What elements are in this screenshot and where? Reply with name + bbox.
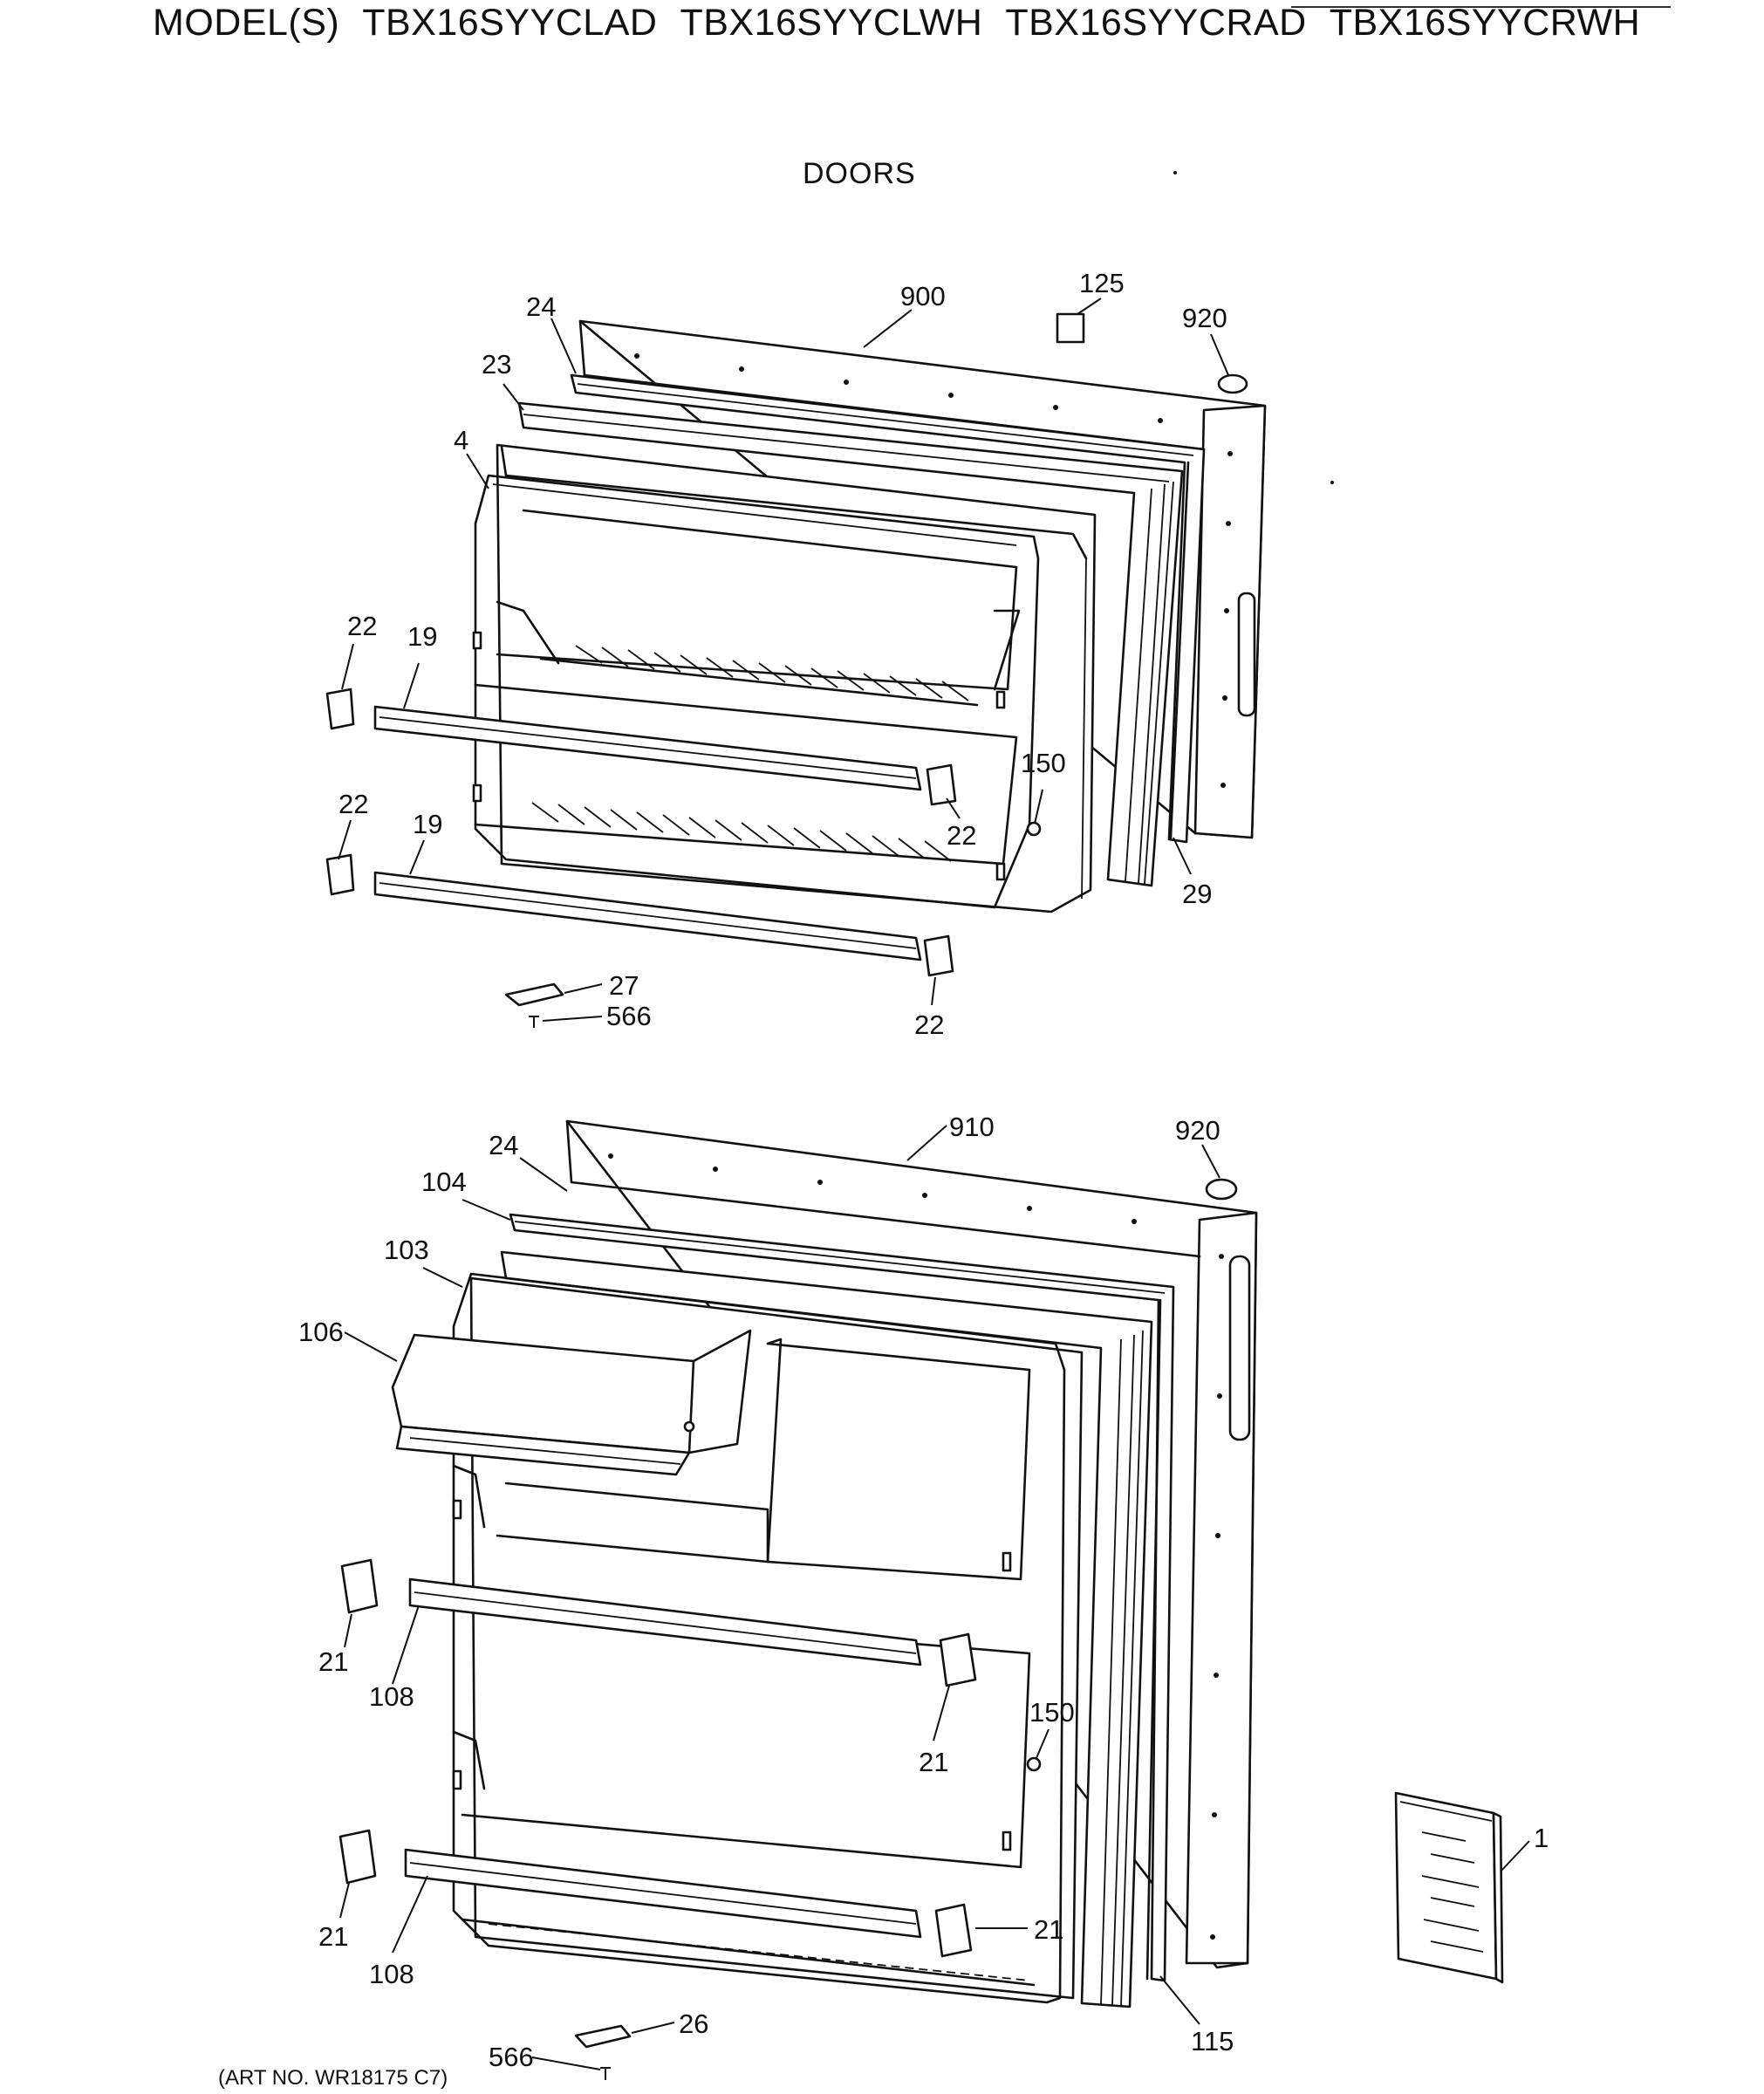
freezer-bar-retainer [325,688,957,977]
callout: 1 [1534,1823,1549,1853]
model-prefix: MODEL(S) [153,2,340,44]
callout: 104 [421,1167,467,1197]
callout: 4 [454,425,468,455]
art-number: (ART NO. WR18175 C7) [218,2066,448,2090]
freezer-hinge-cap [1217,373,1248,394]
model-number: TBX16SYYCLAD [362,2,658,44]
fresh-food-shelf-bar-upper [408,1577,922,1666]
scan-speck [1330,481,1334,484]
model-number: TBX16SYYCLWH [680,2,983,44]
callout: 23 [482,349,511,380]
fresh-food-handle-strip [1145,1298,1162,1981]
model-number: TBX16SYYCRWH [1329,2,1641,44]
freezer-screw [1026,821,1042,837]
callout: 150 [1029,1697,1075,1728]
callout: 910 [949,1112,995,1142]
leader-lines [338,298,1530,2070]
freezer-hinge-screw [529,1016,539,1028]
callout: 21 [919,1747,948,1777]
fresh-food-shelf-bar-lower [404,1848,922,1939]
callout: 21 [318,1921,348,1952]
freezer-door-liner [472,443,1097,914]
callout: 21 [1034,1914,1063,1945]
callout: 22 [947,820,976,851]
freezer-door-assembly [325,312,1267,1028]
freezer-hinge-plate [504,982,564,1007]
callout-labels-freezer: 900 125 920 24 23 4 22 19 150 22 29 22 1… [338,268,1227,1040]
callout: 29 [1182,879,1212,909]
fresh-food-hinge-screw [600,2067,611,2080]
callout: 115 [1191,2026,1234,2056]
callout: 566 [489,2042,534,2072]
fresh-food-screw [1026,1756,1042,1772]
model-list: MODEL(S) TBX16SYYCLAD TBX16SYYCLWH TBX16SYY… [153,2,1663,44]
owners-manual [1394,1791,1504,1984]
fresh-food-door-gasket [509,1213,1175,1982]
callout: 900 [900,281,946,311]
callout-labels-fresh-food: 910 920 24 104 103 106 21 108 150 21 1 2… [298,1112,1549,2072]
callout: 920 [1182,303,1227,333]
freezer-plug [1056,312,1085,344]
callout: 22 [347,611,377,641]
callout: 920 [1175,1115,1220,1146]
callout: 24 [526,291,556,322]
freezer-door-frame [517,401,1184,887]
callout: 21 [318,1646,348,1677]
callout: 150 [1021,748,1066,778]
fresh-food-door-assembly [338,1119,1258,2080]
callout: 24 [489,1130,518,1160]
callout: 26 [679,2008,708,2039]
freezer-shelf-bar-lower [373,871,922,961]
fresh-food-bar-retainer [338,1558,977,1958]
callout: 19 [413,809,442,839]
callout: 125 [1079,268,1125,298]
freezer-shelf-bar-upper [373,705,922,791]
callout: 566 [606,1001,652,1031]
model-number: TBX16SYYCRAD [1005,2,1307,44]
freezer-door-gasket [570,373,1206,844]
callout: 19 [407,621,437,652]
callout: 103 [384,1235,429,1265]
scan-speck [1173,171,1177,174]
freezer-handle-strip [1169,461,1190,839]
callout: 108 [369,1681,414,1712]
callout: 27 [609,970,639,1001]
callout: 22 [338,789,368,819]
callout: 106 [298,1317,344,1347]
dairy-compartment [391,1329,752,1476]
callout: 22 [914,1009,944,1040]
fresh-food-hinge-cap [1205,1178,1238,1201]
fresh-food-hinge-plate [574,2024,632,2049]
callout: 108 [369,1959,414,1989]
section-title: DOORS [803,157,916,190]
